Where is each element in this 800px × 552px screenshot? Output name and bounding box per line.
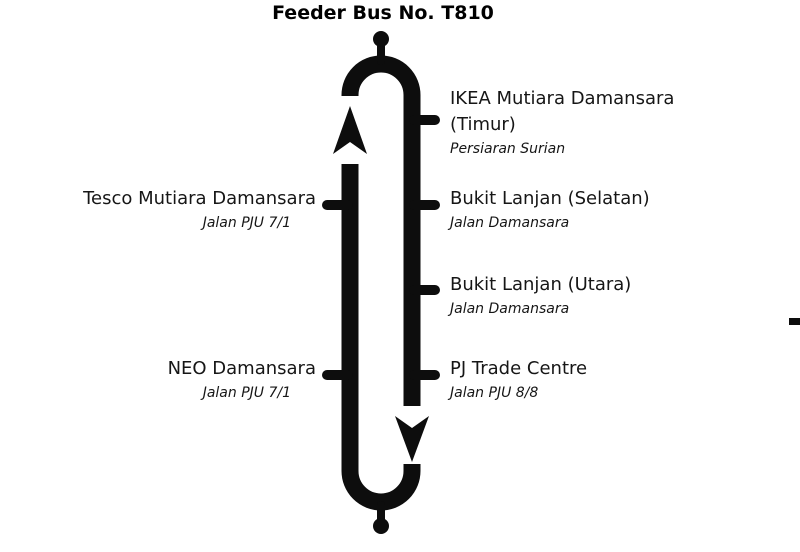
stop-name-line: PJ Trade Centre xyxy=(450,358,588,379)
stop-name-line: Bukit Lanjan (Utara) xyxy=(450,274,632,295)
stop-road: Jalan PJU 7/1 xyxy=(202,215,291,231)
stop-tesco-mutiara-damansara: Tesco Mutiara Damansara Jalan PJU 7/1 xyxy=(0,186,316,233)
up-arrow-icon xyxy=(333,106,367,154)
bottom-stub-cap xyxy=(373,518,389,534)
stop-name: PJ Trade Centre xyxy=(450,356,587,382)
right-stops-column: IKEA Mutiara Damansara (Timur) Persiaran… xyxy=(450,0,800,552)
stop-name: IKEA Mutiara Damansara (Timur) xyxy=(450,86,674,138)
stop-road: Jalan Damansara xyxy=(450,215,570,231)
stop-ikea-mutiara-damansara-timur: IKEA Mutiara Damansara (Timur) Persiaran… xyxy=(450,86,674,159)
stop-bukit-lanjan-utara: Bukit Lanjan (Utara) Jalan Damansara xyxy=(450,272,631,319)
page-title: Feeder Bus No. T810 xyxy=(272,2,494,24)
stop-name: Bukit Lanjan (Utara) xyxy=(450,272,631,298)
stop-name-line: Bukit Lanjan (Selatan) xyxy=(450,188,650,209)
right-edge-crop-mark xyxy=(789,318,800,325)
left-stops-column: Tesco Mutiara Damansara Jalan PJU 7/1 NE… xyxy=(0,0,316,552)
stop-name-line: (Timur) xyxy=(450,114,516,135)
stop-name-line: NEO Damansara xyxy=(167,358,316,379)
top-stub-cap xyxy=(373,31,389,47)
stop-neo-damansara: NEO Damansara Jalan PJU 7/1 xyxy=(0,356,316,403)
stop-road: Jalan PJU 8/8 xyxy=(450,385,539,401)
stop-name-line: Tesco Mutiara Damansara xyxy=(83,188,316,209)
stop-bukit-lanjan-selatan: Bukit Lanjan (Selatan) Jalan Damansara xyxy=(450,186,650,233)
down-arrow-icon xyxy=(395,416,429,462)
stop-name: Bukit Lanjan (Selatan) xyxy=(450,186,650,212)
stop-road: Persiaran Surian xyxy=(450,141,566,157)
stop-road: Jalan PJU 7/1 xyxy=(202,385,291,401)
stop-name-line: IKEA Mutiara Damansara xyxy=(450,88,675,109)
stop-pj-trade-centre: PJ Trade Centre Jalan PJU 8/8 xyxy=(450,356,587,403)
stop-name: NEO Damansara xyxy=(0,356,316,382)
stop-road: Jalan Damansara xyxy=(450,301,570,317)
stop-name: Tesco Mutiara Damansara xyxy=(0,186,316,212)
